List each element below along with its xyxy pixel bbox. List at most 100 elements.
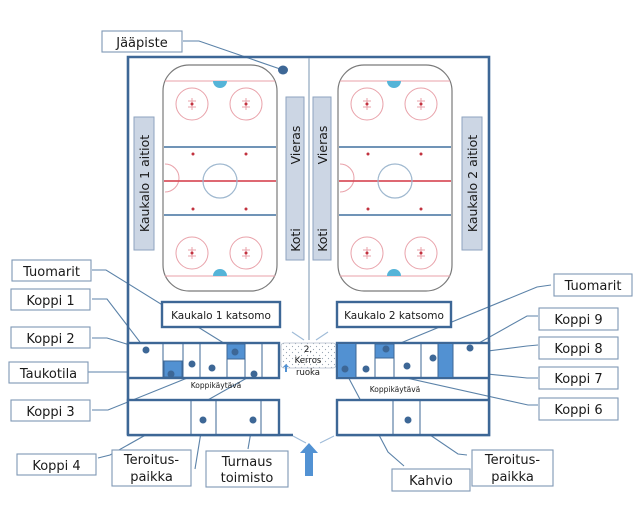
koppi1-dot bbox=[142, 346, 150, 354]
callout-jaapiste: Jääpiste bbox=[115, 36, 168, 51]
koppi9-dot bbox=[466, 344, 474, 352]
callout-koppi8: Koppi 8 bbox=[554, 342, 602, 357]
katsomo-1-box bbox=[160, 300, 282, 329]
katsomo-2-label: Kaukalo 2 katsomo bbox=[344, 310, 444, 322]
second-floor-line2: Kerros bbox=[295, 356, 322, 366]
rink-2-crease-bottom bbox=[387, 269, 401, 276]
stair-hint-right bbox=[315, 331, 329, 341]
tuomarit-left-dot bbox=[231, 348, 239, 356]
aitiot-1-label: Kaukalo 1 aitiot bbox=[137, 135, 152, 232]
turnaus-dot bbox=[249, 416, 257, 424]
rink-1-faceoff-circle bbox=[229, 87, 263, 121]
vieras-1-box bbox=[285, 96, 305, 261]
rink-1-faceoff-dot bbox=[190, 251, 194, 255]
callout-taukotila: Taukotila bbox=[19, 367, 77, 382]
entrance-hint-left bbox=[292, 435, 307, 444]
callout-koppi3-box bbox=[10, 399, 91, 422]
rink-2-neutral-dot bbox=[366, 152, 370, 156]
rink-1-center-arc bbox=[164, 163, 180, 193]
rink-1-faceoff-dot bbox=[244, 102, 248, 106]
kahvio-room bbox=[338, 344, 356, 377]
rink-1-faceoff-circle bbox=[175, 236, 209, 270]
leader-koppi3 bbox=[92, 367, 213, 411]
rink-2-faceoff-circle bbox=[404, 87, 438, 121]
callout-koppi7: Koppi 7 bbox=[554, 372, 602, 387]
rink-2-center-arc bbox=[339, 163, 355, 193]
aitiot-2-box bbox=[461, 116, 483, 251]
callout-jaapiste-box bbox=[101, 30, 183, 53]
callout-kahvio: Kahvio bbox=[409, 474, 453, 489]
rink-2-faceoff-circle bbox=[350, 87, 384, 121]
entrance-hint-right bbox=[319, 435, 335, 444]
rink-1-crease-bottom bbox=[213, 269, 227, 276]
second-floor-area: 2. Kerros ruoka bbox=[280, 342, 337, 378]
callout-koppi1-box bbox=[10, 288, 91, 311]
marker-dots bbox=[142, 65, 474, 424]
rink-1-faceoff-dot bbox=[244, 251, 248, 255]
rink-1 bbox=[162, 64, 278, 292]
rink-2-faceoff-dot bbox=[365, 251, 369, 255]
koppi7-dot bbox=[403, 362, 411, 370]
callout-teroitus-left-line2: paikka bbox=[130, 470, 173, 485]
callout-tuomarit-left: Tuomarit bbox=[22, 265, 80, 280]
rink-2-neutral-dot bbox=[366, 207, 370, 211]
corridor-label-right: Koppikäytävä bbox=[370, 385, 421, 394]
callout-tuomarit-left-box bbox=[11, 259, 92, 282]
callout-koppi2: Koppi 2 bbox=[26, 332, 74, 347]
vieras-1-label: Vieras bbox=[288, 126, 303, 165]
callout-koppi1: Koppi 1 bbox=[26, 294, 74, 309]
rink-1-neutral-dot bbox=[191, 207, 195, 211]
callout-koppi6-box bbox=[538, 397, 619, 421]
rink-1-faceoff-dot bbox=[190, 102, 194, 106]
right-lower-rooms bbox=[335, 398, 491, 437]
callout-koppi7-box bbox=[538, 366, 619, 390]
rink-1-neutral-dot bbox=[244, 207, 248, 211]
callout-taukotila-box bbox=[8, 361, 89, 384]
rink-2-faceoff-dot bbox=[419, 251, 423, 255]
callout-turnaus-line1: Turnaus bbox=[221, 455, 273, 470]
callout-koppi9-box bbox=[538, 307, 619, 331]
koppi2-dot bbox=[188, 360, 196, 368]
katsomo-1-label: Kaukalo 1 katsomo bbox=[171, 310, 271, 322]
rink-2-center-circle bbox=[377, 163, 413, 199]
second-floor-line1: 2. bbox=[304, 345, 312, 355]
callout-turnaus-line2: toimisto bbox=[221, 471, 274, 486]
rink-1-center-circle bbox=[202, 163, 238, 199]
rink-2-faceoff-circle bbox=[350, 236, 384, 270]
callout-teroitus-right-line2: paikka bbox=[491, 470, 534, 485]
callout-koppi9: Koppi 9 bbox=[554, 313, 602, 328]
callout-turnaus-box bbox=[205, 450, 289, 488]
stairs-arrow-icon bbox=[283, 364, 289, 372]
stair-hint-left bbox=[291, 331, 305, 341]
koppi4-dot bbox=[250, 370, 258, 378]
rink-1-ice bbox=[162, 64, 278, 292]
callouts: Jääpiste Tuomarit Koppi 1 Koppi 2 Taukot… bbox=[8, 30, 633, 492]
right-upper-rooms bbox=[335, 341, 491, 380]
right-locker-block: Koppikäytävä bbox=[335, 341, 491, 437]
callout-koppi8-box bbox=[538, 336, 619, 360]
katsomo-2-box bbox=[335, 300, 453, 329]
rink-1-neutral-dot bbox=[244, 152, 248, 156]
second-floor-line3: ruoka bbox=[296, 368, 320, 378]
arrow-up-icon bbox=[300, 443, 318, 476]
callout-teroitus-left-box bbox=[111, 449, 192, 487]
rink-1-faceoff-circle bbox=[229, 236, 263, 270]
koti-1-label: Koti bbox=[288, 228, 303, 252]
rink-2-crease-top bbox=[387, 81, 401, 88]
vieras-2-box bbox=[312, 96, 332, 261]
rink-2-faceoff-dot bbox=[365, 102, 369, 106]
callout-teroitus-left-line1: Teroitus- bbox=[123, 453, 179, 468]
rink-1-neutral-dot bbox=[191, 152, 195, 156]
taukotila-dot bbox=[167, 370, 175, 378]
leader-koppi1 bbox=[92, 298, 147, 351]
callout-koppi3: Koppi 3 bbox=[26, 405, 74, 420]
callout-koppi6: Koppi 6 bbox=[554, 403, 602, 418]
callout-koppi2-box bbox=[10, 326, 91, 349]
rink-1-crease-top bbox=[213, 81, 227, 88]
teroitus-right-dot bbox=[404, 416, 412, 424]
rink-2-ice bbox=[337, 64, 453, 292]
kahvio-dot bbox=[341, 365, 349, 373]
koppi-8-blue-room bbox=[438, 344, 453, 377]
